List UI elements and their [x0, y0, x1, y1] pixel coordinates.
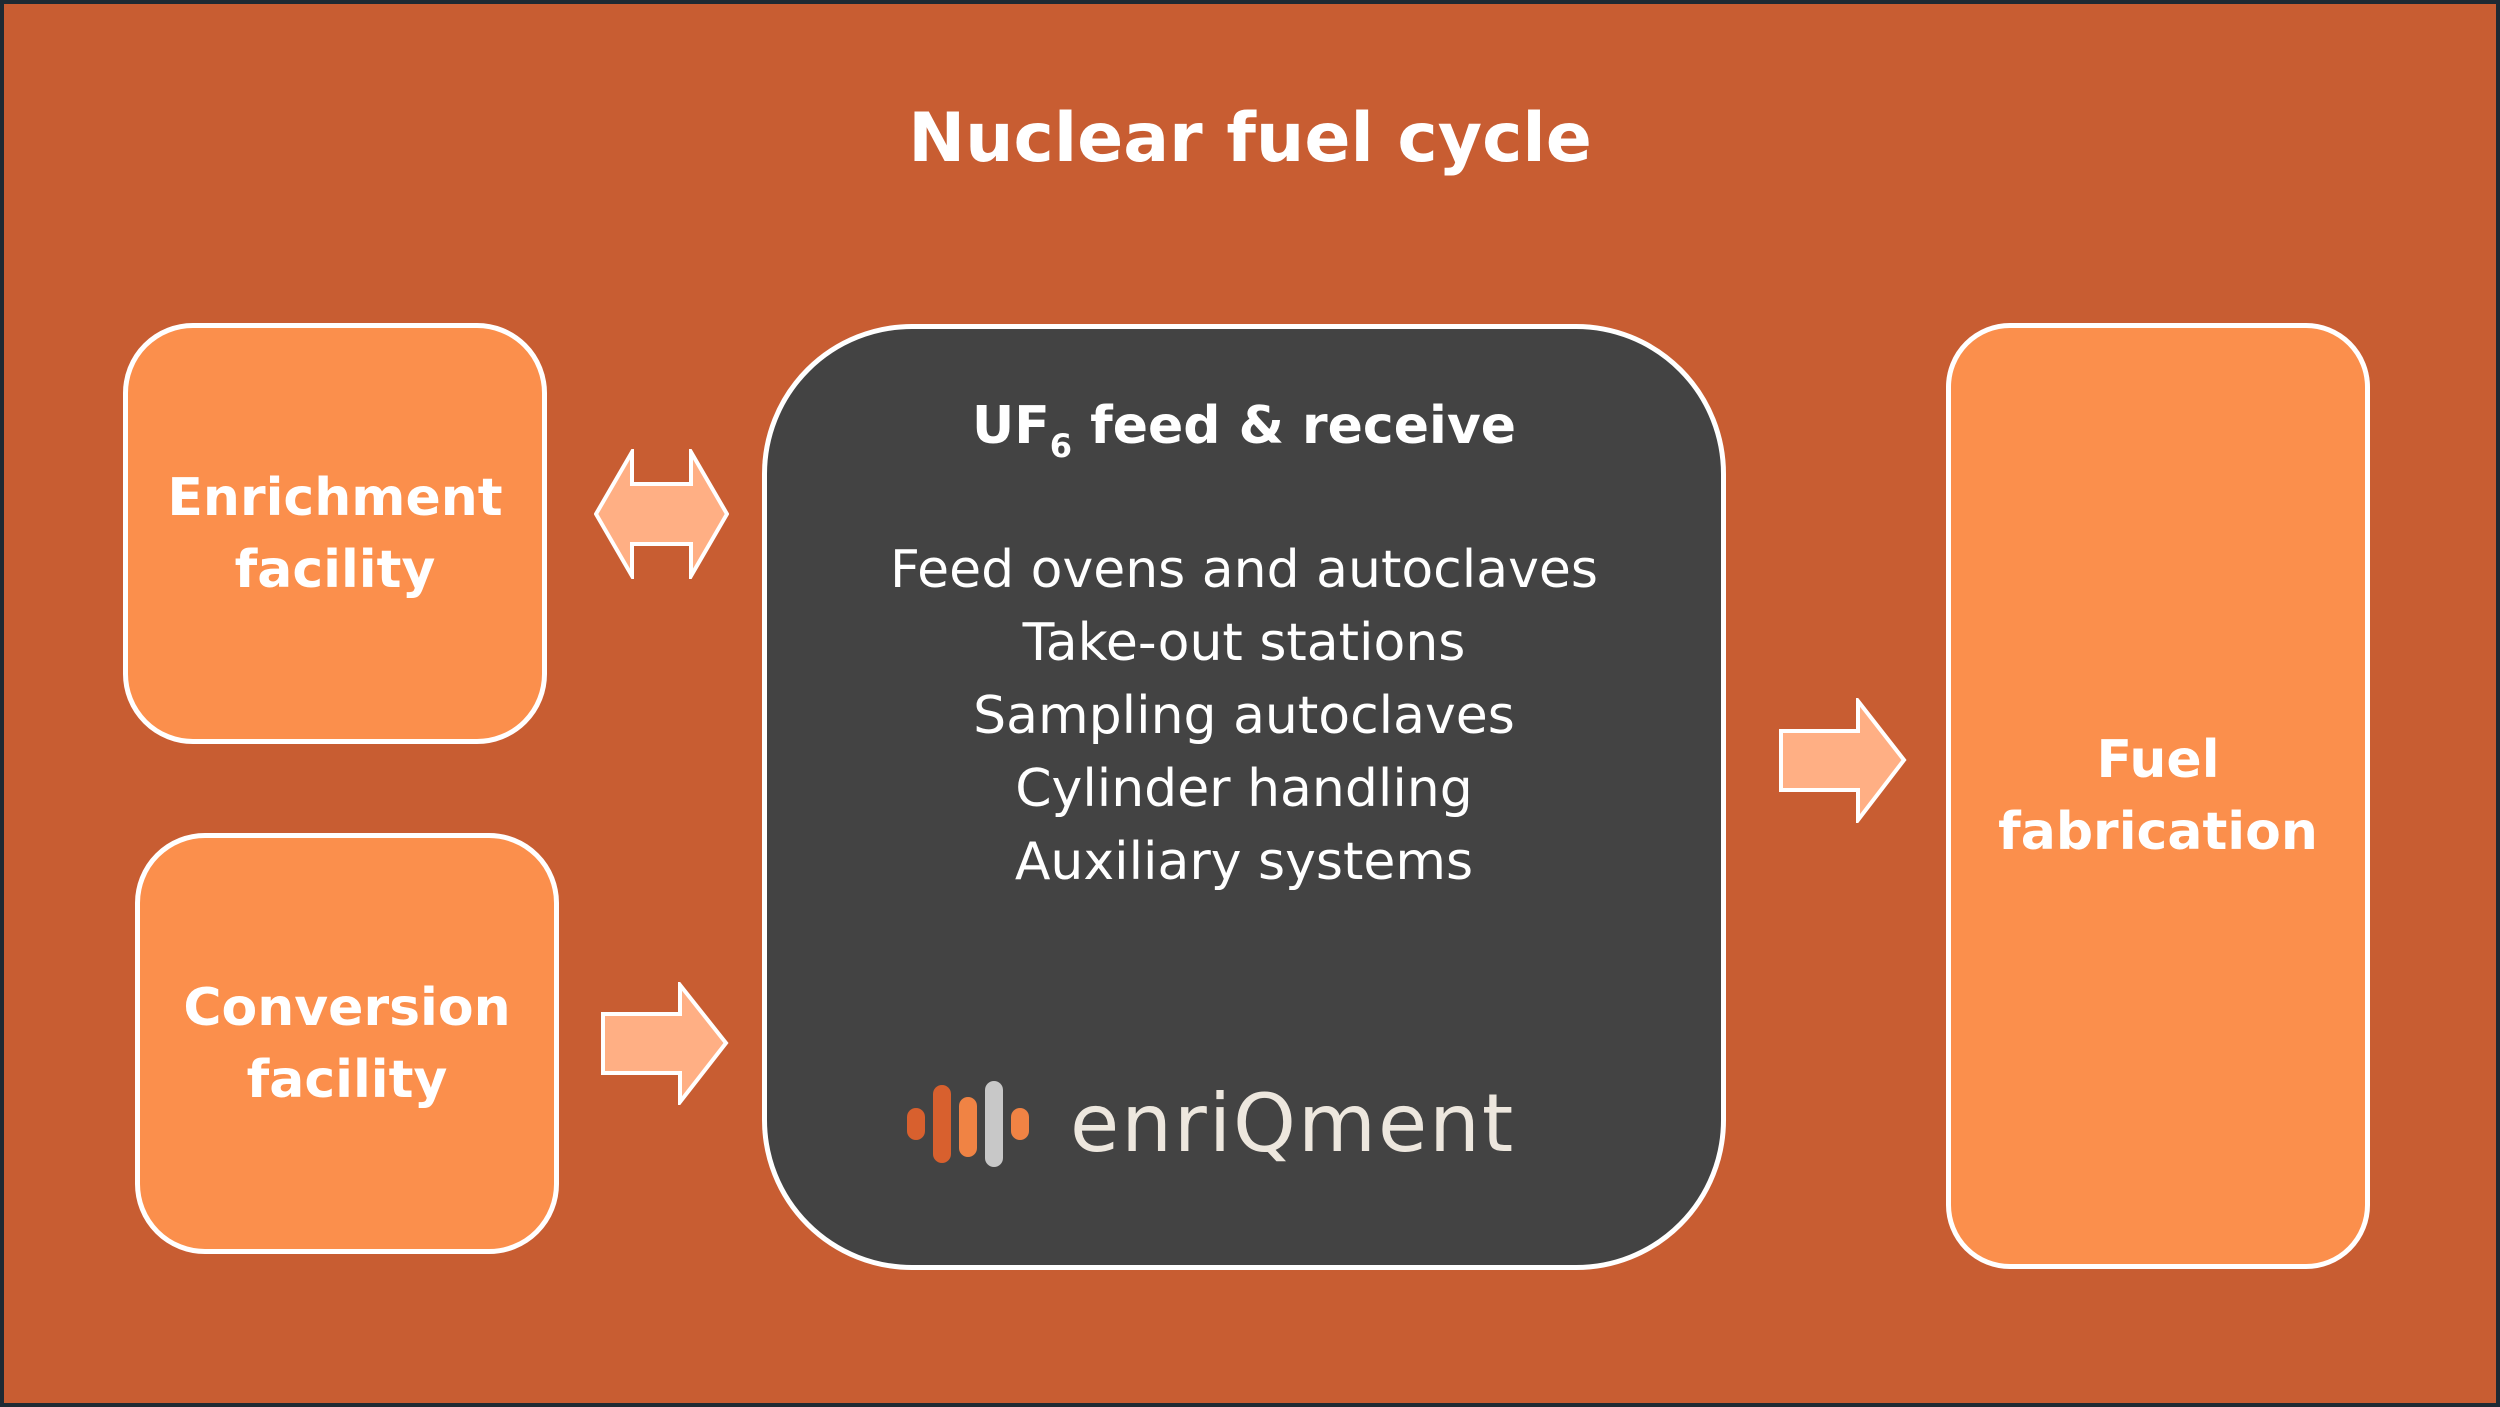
fuel-fabrication-node: Fuel fabrication — [1946, 323, 2370, 1269]
center-to-fuel-arrow — [1779, 698, 1907, 823]
diagram-title: Nuclear fuel cycle — [908, 99, 1592, 178]
enrichment-label-line1: Enrichment — [167, 467, 503, 528]
enrichment-label-line2: facility — [234, 539, 436, 600]
center-item: Sampling autoclaves — [973, 686, 1515, 746]
diagram-canvas: Nuclear fuel cycle Enrichment facility C… — [4, 4, 2496, 1403]
center-item: Take-out stations — [1022, 613, 1466, 673]
enrichment-facility-node: Enrichment facility — [123, 323, 547, 744]
conversion-label-line1: Conversion — [183, 977, 511, 1038]
logo-bars-icon — [907, 1081, 1029, 1167]
center-title-prefix: UF — [971, 396, 1050, 456]
center-item: Cylinder handling — [1015, 759, 1473, 819]
bidirectional-arrow — [594, 449, 729, 579]
center-title-suffix: feed & receive — [1071, 396, 1517, 456]
uf6-feed-receive-node: UF6 feed & receive Feed ovens and autocl… — [762, 324, 1726, 1270]
fuel-label-line2: fabrication — [1998, 802, 2318, 862]
conversion-to-center-arrow — [601, 982, 729, 1105]
center-item: Feed ovens and autoclaves — [890, 540, 1598, 600]
center-title: UF6 feed & receive — [767, 391, 1721, 462]
enriqment-logo: enriQment — [907, 1079, 1515, 1169]
conversion-facility-node: Conversion facility — [135, 833, 559, 1254]
center-title-subscript: 6 — [1049, 427, 1072, 465]
center-item: Auxiliary systems — [1014, 832, 1474, 892]
logo-wordmark: enriQment — [1070, 1077, 1516, 1170]
fuel-label-line1: Fuel — [2096, 730, 2220, 790]
center-item-list: Feed ovens and autoclaves Take-out stati… — [767, 534, 1721, 899]
conversion-label-line2: facility — [246, 1049, 448, 1110]
